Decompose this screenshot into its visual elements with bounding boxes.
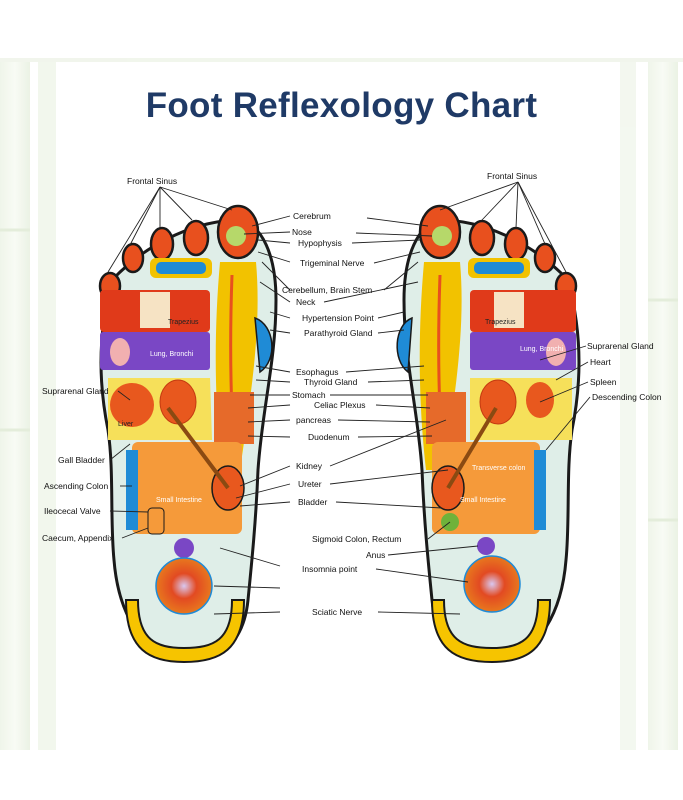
label-ureter: Ureter — [298, 479, 322, 489]
label-duodenum: Duodenum — [308, 432, 350, 442]
right-intestine-zone — [432, 442, 540, 534]
label-celiac-plexus: Celiac Plexus — [314, 400, 366, 410]
label-caecum-appendix: Caecum, Appendix — [42, 533, 114, 543]
label-bladder: Bladder — [298, 497, 328, 507]
label-ascending-colon: Ascending Colon — [44, 481, 109, 491]
label-esophagus: Esophagus — [296, 367, 339, 377]
label-nose: Nose — [292, 227, 312, 237]
label-descending-colon: Descending Colon — [592, 392, 662, 402]
label-cerebellum-brain-stem: Cerebellum, Brain Stem — [282, 285, 373, 295]
left-toes — [98, 204, 260, 301]
label-lung-bronchi-left: Lung, Bronchi — [150, 351, 194, 358]
page-title: Foot Reflexology Chart — [145, 86, 538, 125]
label-lung-bronchi-right: Lung, Bronchi — [520, 346, 564, 353]
label-frontal-sinus-right: Frontal Sinus — [487, 171, 538, 181]
label-hypophysis: Hypophysis — [298, 238, 342, 248]
label-small-intestine-right: Small Intestine — [460, 497, 506, 504]
label-kidney: Kidney — [296, 461, 322, 471]
label-heart: Heart — [590, 357, 611, 367]
label-sciatic-nerve: Sciatic Nerve — [312, 607, 363, 617]
right-foot — [396, 204, 581, 664]
label-suprarenal-gland-right: Suprarenal Gland — [587, 341, 654, 351]
label-thyroid-gland: Thyroid Gland — [304, 377, 358, 387]
label-gall-bladder: Gall Bladder — [58, 455, 105, 465]
label-frontal-sinus-left: Frontal Sinus — [127, 176, 178, 186]
label-spleen: Spleen — [590, 377, 617, 387]
label-trapezius-left: Trapezius — [168, 319, 199, 326]
label-liver-left: Liver — [118, 421, 134, 428]
label-parathyroid-gland: Parathyroid Gland — [304, 328, 373, 338]
label-pancreas: pancreas — [296, 415, 331, 425]
label-stomach: Stomach — [292, 390, 326, 400]
label-transverse-colon-right: Transverse colon — [472, 465, 526, 472]
label-small-intestine-left: Small Intestine — [156, 497, 202, 504]
label-cerebrum: Cerebrum — [293, 211, 331, 221]
label-insomnia-point: Insomnia point — [302, 564, 358, 574]
leader-lines — [107, 181, 591, 615]
label-trapezius-right: Trapezius — [485, 319, 516, 326]
label-anus: Anus — [366, 550, 386, 560]
label-hypertension-point: Hypertension Point — [302, 313, 374, 323]
label-sigmoid-colon-rectum: Sigmoid Colon, Rectum — [312, 534, 402, 544]
bamboo-background — [0, 58, 683, 750]
label-neck: Neck — [296, 297, 316, 307]
label-ileocecal-valve: Ileocecal Valve — [44, 506, 101, 516]
label-suprarenal-gland-left: Suprarenal Gland — [42, 386, 109, 396]
label-trigeminal-nerve: Trigeminal Nerve — [300, 258, 365, 268]
left-foot — [98, 204, 278, 664]
